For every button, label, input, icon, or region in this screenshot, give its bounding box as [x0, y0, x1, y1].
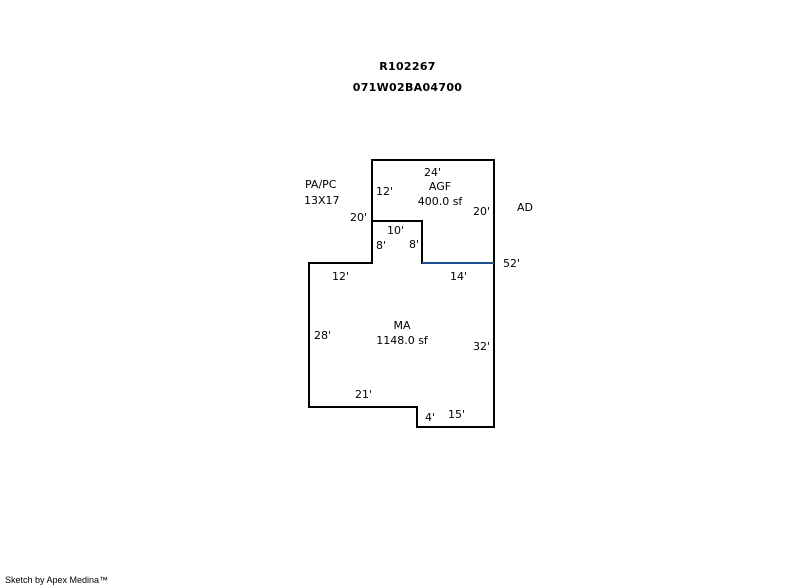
agf-size: 400.0 sf [417, 195, 463, 208]
pa-pc-label: PA/PC [305, 178, 337, 191]
ma-area-label: MA 1148.0 sf [362, 318, 442, 348]
dim-ma-bottom: 21' [355, 388, 373, 401]
agf-outline [371, 159, 495, 264]
dim-ma-top-left: 12' [332, 270, 350, 283]
dim-notch-left: 8' [376, 239, 387, 252]
dim-step: 4' [425, 411, 436, 424]
dim-bottom-right: 15' [448, 408, 466, 421]
dim-ma-left: 28' [314, 329, 332, 342]
ma-size: 1148.0 sf [376, 334, 428, 347]
dim-agf-left: 12' [376, 185, 394, 198]
parcel-id: R102267 [379, 60, 436, 73]
pa-pc-size: 13X17 [304, 194, 340, 207]
footer-credit: Sketch by Apex Medina™ [5, 575, 109, 585]
ad-label: AD [517, 201, 533, 214]
dim-agf-right: 20' [473, 205, 491, 218]
ma-code: MA [393, 319, 411, 332]
dim-ma-right: 32' [473, 340, 491, 353]
notch-outline [372, 220, 423, 264]
dim-notch-top: 10' [387, 224, 405, 237]
dim-notch-right: 8' [409, 238, 420, 251]
map-number: 071W02BA04700 [352, 81, 463, 94]
dim-ma-top-right: 14' [450, 270, 468, 283]
agf-area-label: AGF 400.0 sf [400, 179, 480, 209]
dim-agf-top: 24' [424, 166, 442, 179]
dim-pa-pc-side: 20' [350, 211, 368, 224]
dim-right-total: 52' [503, 257, 521, 270]
agf-code: AGF [428, 180, 452, 193]
ma-outline [308, 221, 495, 428]
